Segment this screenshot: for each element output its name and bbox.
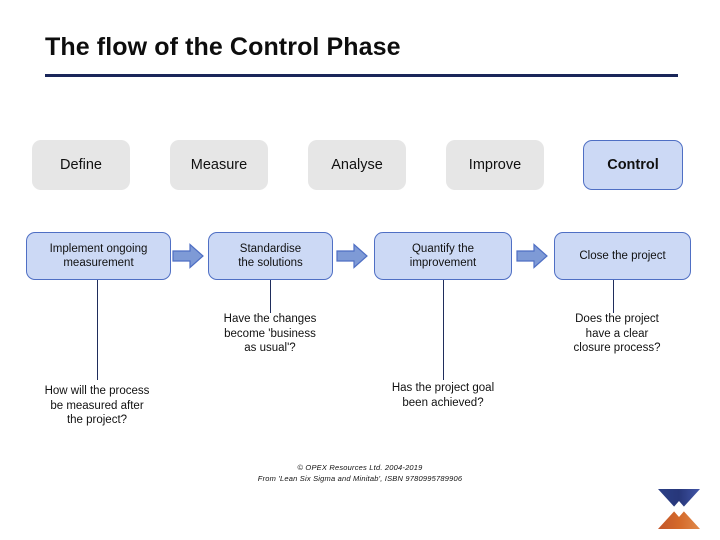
arrow-right-icon-3 [516,243,548,269]
arrow-right-icon-1 [172,243,204,269]
opex-logo-icon [652,486,706,532]
phase-box-analyse[interactable]: Analyse [308,140,406,190]
phase-box-define[interactable]: Define [32,140,130,190]
phase-box-control[interactable]: Control [583,140,683,190]
footer-line-2: From 'Lean Six Sigma and Minitab', ISBN … [257,473,463,483]
phase-label: Analyse [331,157,383,173]
page-title: The flow of the Control Phase [45,33,401,61]
question-text-closure-process: Does the project have a clear closure pr… [573,313,661,355]
phase-box-improve[interactable]: Improve [446,140,544,190]
phase-label: Improve [468,157,522,173]
footer-line-1: © OPEX Resources Ltd. 2004-2019 [297,463,423,472]
connector-line-4 [613,280,614,313]
arrow-right-icon-2 [336,243,368,269]
connector-line-3 [443,280,444,380]
step-label: Close the project [579,249,666,262]
phase-label: Measure [190,157,248,173]
title-divider [45,74,678,77]
question-text-project-goal: Has the project goal been achieved? [391,382,495,409]
connector-line-2 [270,280,271,313]
phase-label: Define [60,157,102,173]
question-text-business-as-usual: Have the changes become 'business as usu… [223,313,317,355]
connector-line-1 [97,280,98,380]
question-text-measurement: How will the process be measured after t… [44,385,150,427]
phase-label: Control [607,157,659,173]
step-box-close-the-project[interactable]: Close the project [554,232,691,280]
phase-box-measure[interactable]: Measure [170,140,268,190]
footer-copyright: © OPEX Resources Ltd. 2004-2019 From 'Le… [0,463,720,485]
